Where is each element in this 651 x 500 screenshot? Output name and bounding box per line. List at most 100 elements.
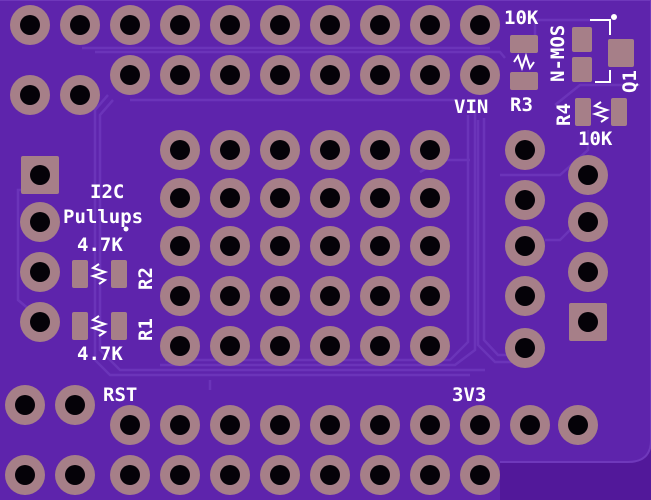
r4-pad-left: [575, 98, 591, 126]
right-pad-d-1-drill: [515, 286, 535, 306]
header-bottom-pad-5-drill: [320, 415, 340, 435]
q1-ref-label: Q1: [619, 70, 641, 93]
pullups-label: Pullups: [63, 206, 143, 228]
header-top-pad-4-drill: [170, 15, 190, 35]
r3-pad-left: [510, 35, 538, 53]
proto-grid-r3-pad-4-drill: [320, 236, 340, 256]
proto-grid-r4-pad-5-drill: [370, 286, 390, 306]
proto-grid-r5-pad-1-drill: [170, 336, 190, 356]
left-bottom-pad-2-drill: [65, 395, 85, 415]
proto-grid-r2-pad-6-drill: [420, 188, 440, 208]
header-bottom-pad-1-drill: [120, 415, 140, 435]
r4-ref-label: R4: [553, 103, 575, 126]
proto-grid-r5-pad-6-drill: [420, 336, 440, 356]
header-top-pad-7-drill: [320, 15, 340, 35]
r1-value-label: 4.7K: [77, 343, 123, 365]
header-bottom-pad-10-drill: [568, 415, 588, 435]
header-top-pad-1-drill: [20, 15, 40, 35]
proto-grid-r4-pad-4-drill: [320, 286, 340, 306]
q1-pad-1: [572, 27, 592, 52]
header-top-pad-8-drill: [370, 15, 390, 35]
header-top-pad-3-drill: [120, 15, 140, 35]
jst-pad-2-1-drill: [578, 212, 598, 232]
pads-layer: [5, 5, 608, 495]
r3-zigzag-icon: [513, 52, 535, 72]
proto-grid-r1-pad-5-drill: [370, 140, 390, 160]
vin-label: VIN: [454, 96, 488, 118]
header-bottom-pad-7-drill: [420, 415, 440, 435]
proto-grid-r2-pad-4-drill: [320, 188, 340, 208]
header-top-pad-6-drill: [270, 15, 290, 35]
header-bottom-pad-6-drill: [370, 415, 390, 435]
r2-value-label: 4.7K: [77, 234, 123, 256]
header-bottom2-pad-7-drill: [320, 465, 340, 485]
r1-pad-right: [111, 312, 127, 340]
header-bottom2-pad-1-drill: [15, 465, 35, 485]
proto-grid-r4-pad-2-drill: [220, 286, 240, 306]
header-bottom2-pad-8-drill: [370, 465, 390, 485]
right-pad-b-1-drill: [515, 190, 535, 210]
header-bottom-pad-3-drill: [220, 415, 240, 435]
header-bottom2-pad-2-drill: [65, 465, 85, 485]
proto-grid-r1-pad-6-drill: [420, 140, 440, 160]
r2-zigzag-icon: [89, 263, 109, 285]
r1-pad-left: [72, 312, 88, 340]
header-bottom2-pad-5-drill: [220, 465, 240, 485]
gnd-pad-1-drill: [30, 312, 50, 332]
r3-ref-label: R3: [510, 94, 533, 116]
i2c-square-pad-drill: [30, 165, 50, 185]
jst-square-pad-drill: [578, 312, 598, 332]
q1-pin1-dot: [611, 14, 617, 20]
jst-pad-1-1-drill: [578, 165, 598, 185]
proto-grid-r3-pad-2-drill: [220, 236, 240, 256]
header-bottom-pad-9-drill: [520, 415, 540, 435]
header-top-pad-10-drill: [470, 15, 490, 35]
header-bottom-pad-2-drill: [170, 415, 190, 435]
right-pad-c-1-drill: [515, 236, 535, 256]
right-pad-e-1-drill: [515, 338, 535, 358]
proto-grid-r5-pad-2-drill: [220, 336, 240, 356]
proto-grid-r4-pad-3-drill: [270, 286, 290, 306]
r2-pad-left: [72, 260, 88, 288]
proto-grid-r1-pad-2-drill: [220, 140, 240, 160]
r2-pad-right: [111, 260, 127, 288]
proto-grid-r3-pad-6-drill: [420, 236, 440, 256]
r1-ref-label: R1: [135, 318, 157, 341]
r1-zigzag-icon: [89, 315, 109, 337]
i2c-marker-dot: [123, 226, 129, 232]
silkscreen-art: [89, 14, 617, 337]
r4-pad-right: [611, 98, 627, 126]
header-top2-pad-1-drill: [120, 65, 140, 85]
q1-outline: [590, 19, 611, 83]
header-top-pad-5-drill: [220, 15, 240, 35]
jst-pad-3-1-drill: [578, 262, 598, 282]
header-bottom2-pad-4-drill: [170, 465, 190, 485]
header-bottom-pad-4-drill: [270, 415, 290, 435]
proto-grid-r5-pad-3-drill: [270, 336, 290, 356]
header-bottom2-pad-3-drill: [120, 465, 140, 485]
header-top-pad-9-drill: [420, 15, 440, 35]
proto-grid-r2-pad-1-drill: [170, 188, 190, 208]
3v3-label: 3V3: [452, 384, 486, 406]
header-top2-pad-4-drill: [270, 65, 290, 85]
copper-traces: [16, 18, 640, 390]
proto-grid-r2-pad-5-drill: [370, 188, 390, 208]
header-top-pad-2-drill: [70, 15, 90, 35]
header-bottom-pad-8-drill: [470, 415, 490, 435]
header-top2-pad-7-drill: [420, 65, 440, 85]
proto-grid-r3-pad-5-drill: [370, 236, 390, 256]
q1-pad-3: [608, 39, 634, 67]
r2-ref-label: R2: [135, 267, 157, 290]
proto-grid-r1-pad-3-drill: [270, 140, 290, 160]
proto-grid-r1-pad-1-drill: [170, 140, 190, 160]
proto-grid-r4-pad-1-drill: [170, 286, 190, 306]
proto-grid-r2-pad-2-drill: [220, 188, 240, 208]
header-top2-pad-3-drill: [220, 65, 240, 85]
r4-value-label: 10K: [578, 128, 613, 150]
q1-type-label: N-MOS: [547, 25, 569, 82]
r3-value-label: 10K: [504, 7, 539, 29]
scl-pad-1-drill: [30, 262, 50, 282]
proto-grid-r2-pad-3-drill: [270, 188, 290, 208]
header-top2-pad-2-drill: [170, 65, 190, 85]
